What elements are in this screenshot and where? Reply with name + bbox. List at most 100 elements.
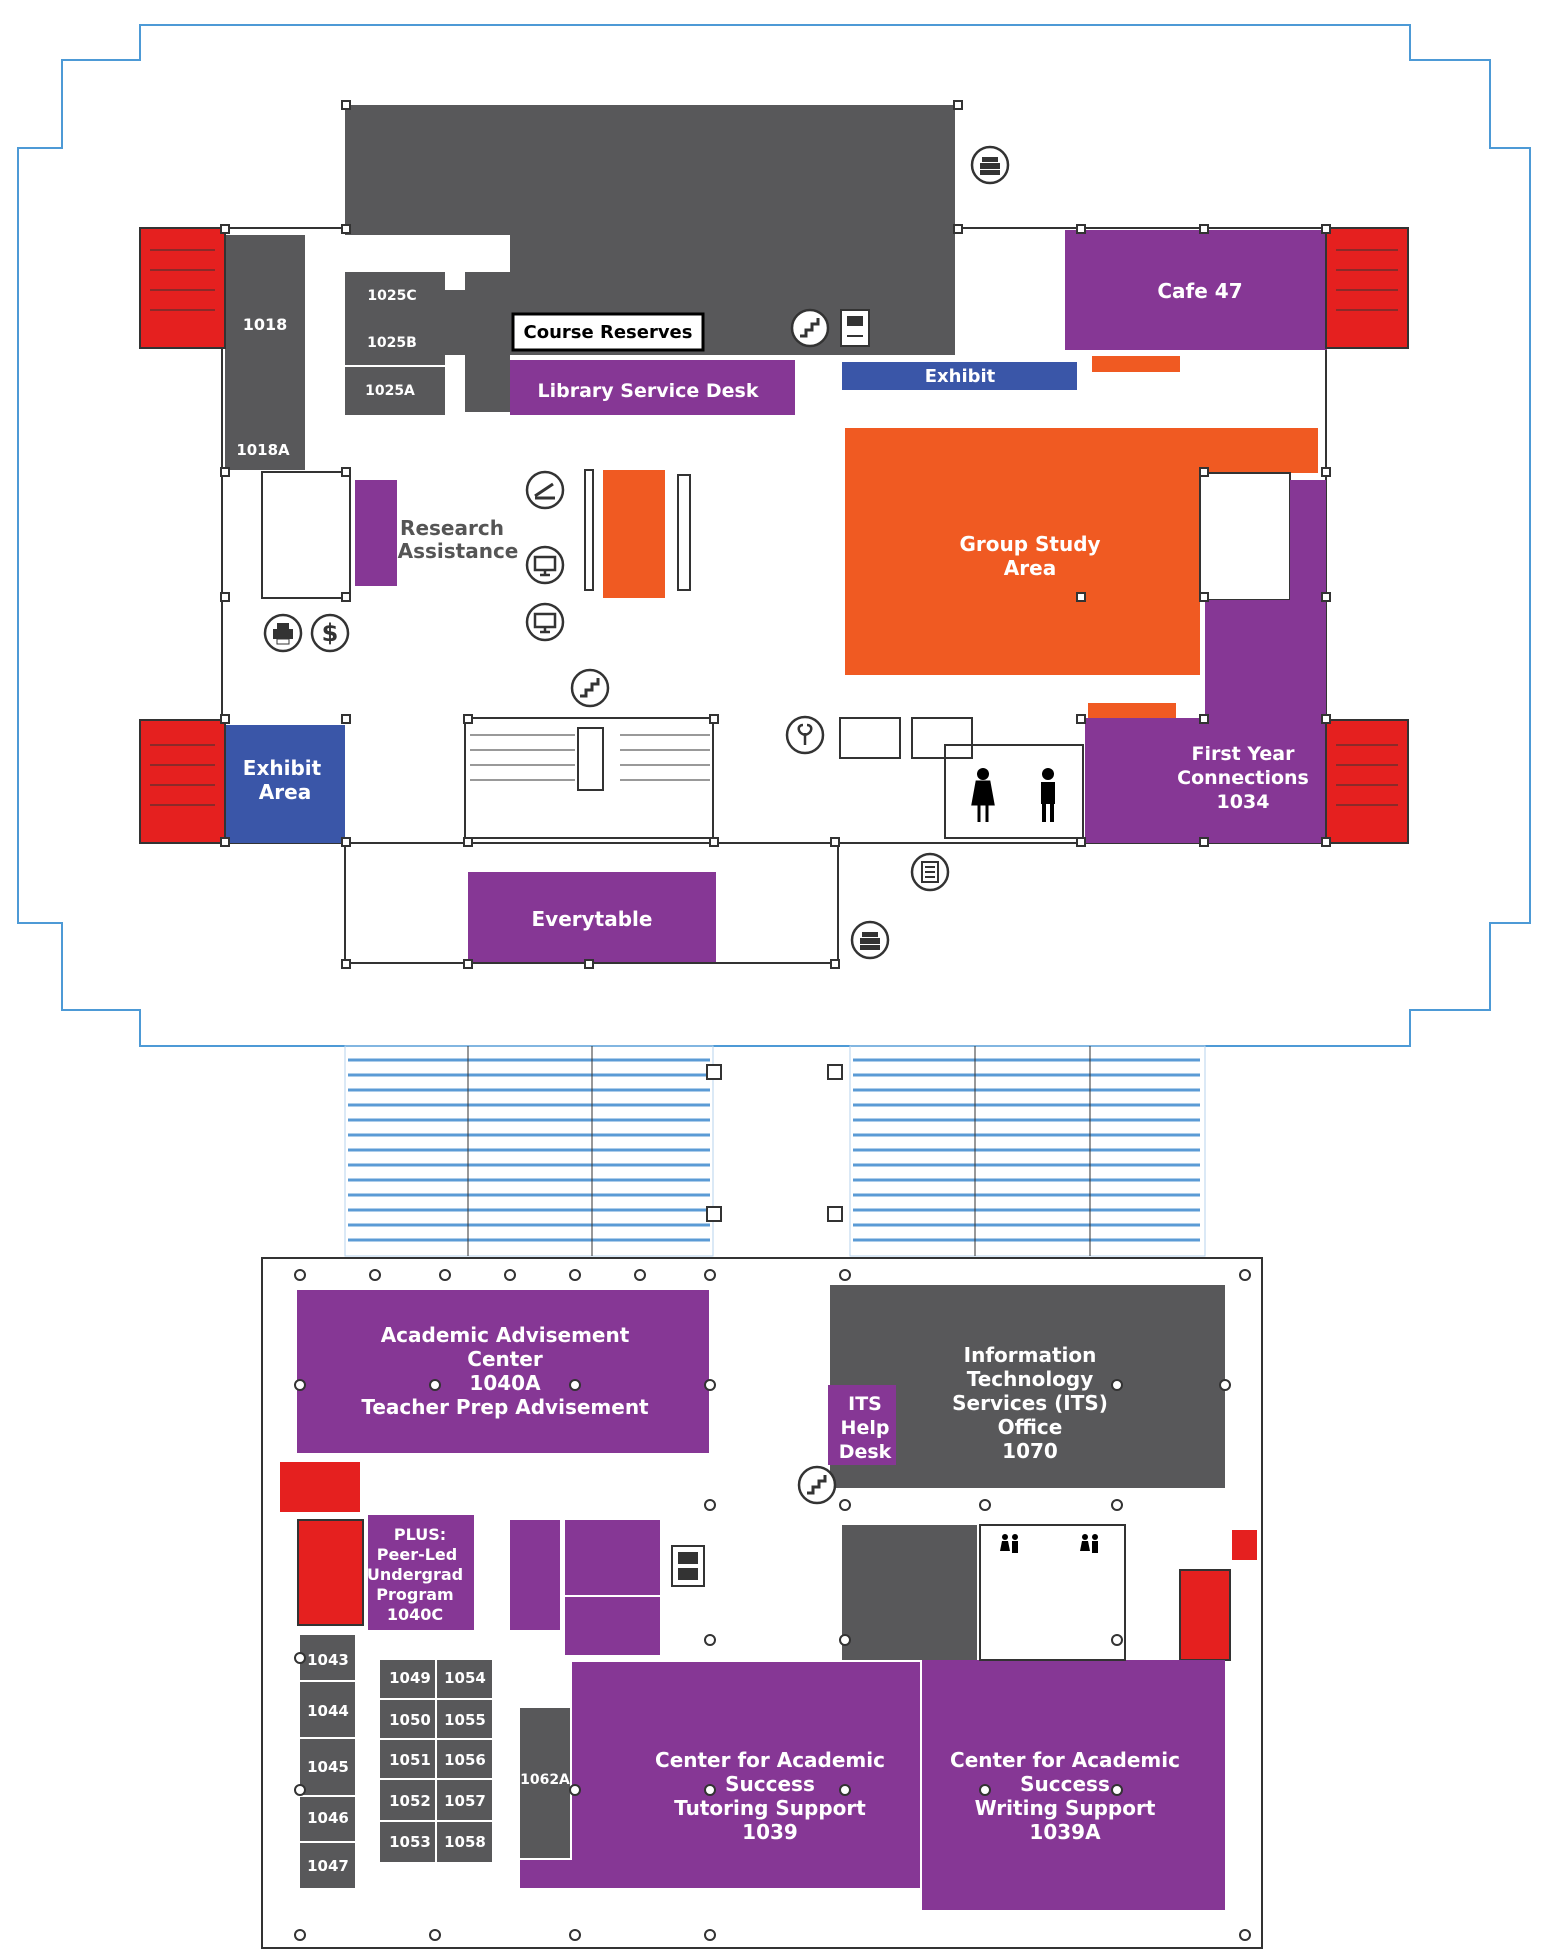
room-1054-label: 1054 <box>444 1669 486 1687</box>
room-1043-label: 1043 <box>307 1651 349 1669</box>
fyc-label-line1: First Year <box>1192 743 1296 765</box>
room-1053-label: 1053 <box>389 1833 431 1851</box>
elevator-icon <box>671 1545 705 1587</box>
room-1045-label: 1045 <box>307 1758 349 1776</box>
canopy-right <box>849 1045 1206 1257</box>
purple-room-c <box>565 1597 660 1655</box>
room-1025a[interactable] <box>345 367 445 415</box>
aac-label-line4: Teacher Prep Advisement <box>361 1395 649 1419</box>
library-service-desk[interactable] <box>510 360 795 415</box>
plus-label-line4: Program <box>376 1585 453 1604</box>
room-1047[interactable] <box>300 1843 355 1888</box>
cas-tutoring-label-line2: Success <box>725 1772 815 1796</box>
room-1018a-label: 1018A <box>236 441 290 459</box>
study-table-orange <box>603 470 665 598</box>
everytable[interactable] <box>468 872 716 962</box>
lower-gray-room <box>842 1525 977 1660</box>
room-1025c-label: 1025C <box>367 288 416 304</box>
exhibit-area[interactable] <box>225 725 345 843</box>
stairwell-ne <box>1325 227 1409 349</box>
lower-stair-w <box>297 1519 364 1626</box>
room-1049[interactable] <box>380 1660 435 1698</box>
dollar-icon: $ <box>310 613 350 653</box>
room-1055-label: 1055 <box>444 1711 486 1729</box>
lower-restroom-block <box>979 1524 1126 1661</box>
room-1052[interactable] <box>380 1780 435 1820</box>
central-staircase <box>464 717 714 839</box>
academic-advisement-center[interactable] <box>297 1290 709 1453</box>
elevator-left <box>839 717 901 759</box>
exhibit-strip[interactable] <box>842 362 1077 390</box>
room-1054[interactable] <box>437 1660 492 1698</box>
exhibit-area-label-line1: Exhibit <box>243 756 322 780</box>
room-1056[interactable] <box>437 1740 492 1778</box>
room-1057-label: 1057 <box>444 1792 486 1810</box>
computer-icon <box>525 602 565 642</box>
room-1057[interactable] <box>437 1780 492 1820</box>
plus-label-line1: PLUS: <box>394 1525 446 1544</box>
aac-label-line2: Center <box>467 1347 543 1371</box>
svg-text:$: $ <box>322 619 339 647</box>
lower-stair-nw <box>280 1462 360 1512</box>
stairs-icon <box>790 308 830 348</box>
room-1058[interactable] <box>437 1822 492 1862</box>
calculator-icon <box>910 852 950 892</box>
men-restroom-icon <box>1080 1534 1098 1553</box>
orange-strip-cafe <box>1092 356 1180 372</box>
room-1050[interactable] <box>380 1700 435 1738</box>
purple-room-b <box>565 1520 660 1595</box>
scanner-icon <box>525 470 565 510</box>
computer-icon <box>525 545 565 585</box>
room-1025b[interactable] <box>345 320 445 365</box>
its-help-desk[interactable] <box>828 1385 896 1465</box>
room-1025-side <box>465 272 510 412</box>
lower-stair-ne <box>1232 1530 1257 1560</box>
room-1025b-label: 1025B <box>367 335 417 351</box>
women-restroom-icon <box>1000 1534 1018 1553</box>
help-label-line1: ITS <box>848 1393 882 1415</box>
restroom-block <box>944 744 1084 839</box>
room-1056-label: 1056 <box>444 1751 486 1769</box>
its-label-line5: 1070 <box>1002 1439 1058 1463</box>
room-1055[interactable] <box>437 1700 492 1738</box>
canopy-post <box>706 1206 722 1222</box>
room-1044[interactable] <box>300 1682 355 1737</box>
course-reserves-box[interactable] <box>511 312 705 352</box>
room-1053[interactable] <box>380 1822 435 1862</box>
room-1043[interactable] <box>300 1635 355 1680</box>
stairs-icon <box>797 1465 837 1505</box>
lower-stair-e <box>1179 1569 1231 1661</box>
room-1018[interactable] <box>225 235 305 415</box>
printer-icon <box>263 613 303 653</box>
cafe-47[interactable] <box>1065 230 1327 350</box>
everytable-label: Everytable <box>532 907 653 931</box>
plus-program[interactable] <box>368 1515 474 1630</box>
room-1046[interactable] <box>300 1797 355 1841</box>
stairwell-se <box>1325 719 1409 844</box>
cas-tutoring-support[interactable] <box>520 1662 920 1888</box>
cas-writing-label-line4: 1039A <box>1029 1820 1101 1844</box>
exhibit-strip-label: Exhibit <box>925 366 996 387</box>
room-1025c[interactable] <box>345 272 445 318</box>
room-1047-label: 1047 <box>307 1857 349 1875</box>
cas-writing-label-line2: Success <box>1020 1772 1110 1796</box>
research-assistance-desk[interactable] <box>355 480 397 586</box>
exhibit-area-label-line2: Area <box>259 780 311 804</box>
elevator-right <box>911 717 973 759</box>
room-1045[interactable] <box>300 1739 355 1795</box>
research-label-line2: Assistance <box>398 539 519 563</box>
cas-tutoring-label-line1: Center for Academic <box>655 1748 885 1772</box>
room-1051[interactable] <box>380 1740 435 1778</box>
room-1051-label: 1051 <box>389 1751 431 1769</box>
fyc-label-line3: 1034 <box>1217 791 1270 813</box>
canopy-post <box>827 1064 843 1080</box>
group-study-label-line1: Group Study <box>959 532 1100 556</box>
room-1062a[interactable] <box>520 1708 570 1858</box>
room-1018a[interactable] <box>225 415 305 470</box>
research-table <box>261 471 351 599</box>
library-service-desk-label: Library Service Desk <box>538 380 759 402</box>
stairwell-sw <box>139 719 226 844</box>
cas-writing-support[interactable] <box>922 1660 1225 1910</box>
men-restroom-icon <box>1041 768 1055 822</box>
